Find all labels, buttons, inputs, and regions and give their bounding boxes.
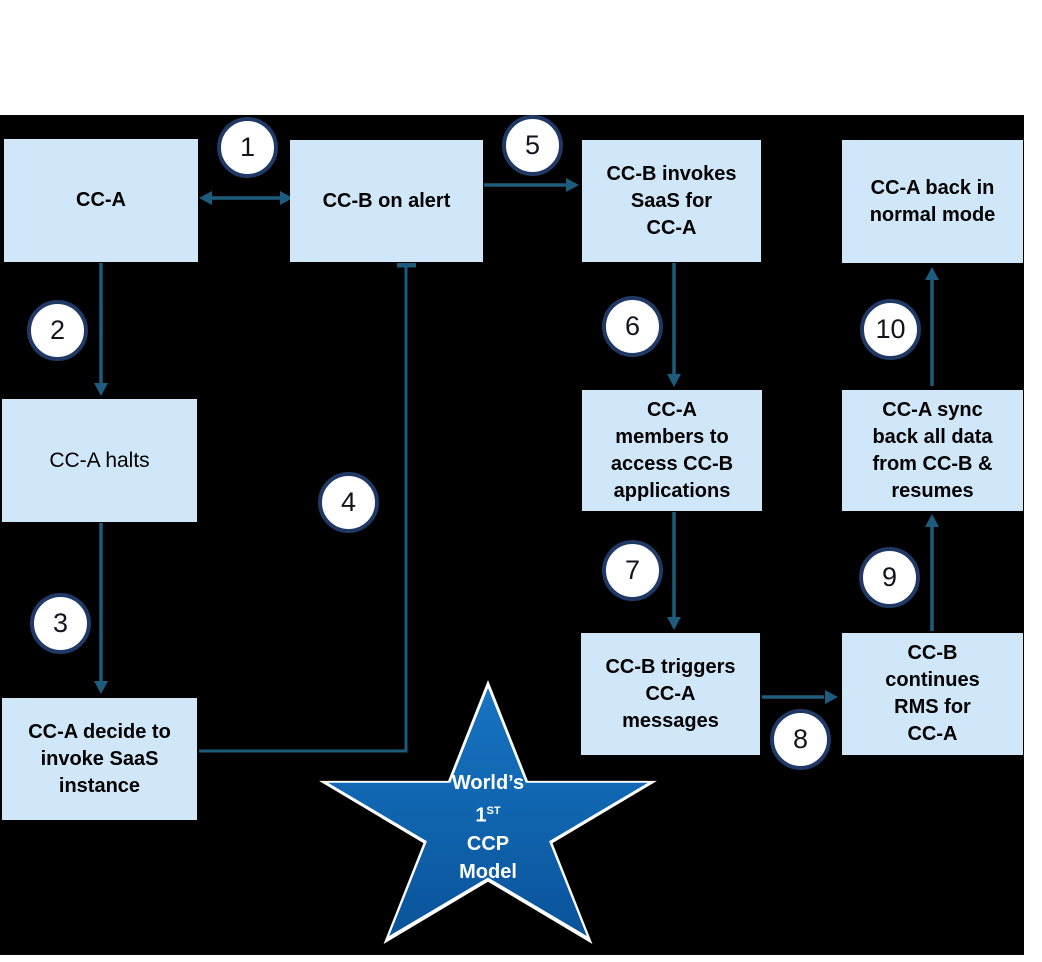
box-cc-a-halts: CC-A halts — [2, 399, 197, 522]
step-circle-9-number: 9 — [881, 562, 898, 592]
step-circle-10-number: 10 — [875, 314, 906, 344]
step-circle-4-number: 4 — [340, 487, 357, 517]
box-cc-b-continues-rms-label: CC-B continues RMS for CC-A — [885, 642, 980, 745]
box-cc-a-halts-label: CC-A halts — [49, 449, 150, 472]
step-circle-8-number: 8 — [792, 724, 809, 754]
box-cc-b-on-alert: CC-B on alert — [290, 140, 483, 262]
step-circle-9: 9 — [859, 547, 920, 608]
box-cc-b-triggers-messages-label: CC-B triggers CC-A messages — [605, 655, 736, 732]
star-text-ordinal: ST — [486, 805, 501, 817]
box-cc-a-sync-back-label: CC-A sync back all data from CC-B & resu… — [872, 398, 993, 502]
step-circle-3-number: 3 — [52, 608, 69, 638]
step-circle-7-number: 7 — [624, 555, 641, 585]
box-cc-b-triggers-messages: CC-B triggers CC-A messages — [581, 633, 760, 755]
box-cc-a-sync-back: CC-A sync back all data from CC-B & resu… — [842, 390, 1023, 511]
step-circle-1-number: 1 — [239, 132, 256, 162]
box-cc-a-back-normal: CC-A back in normal mode — [842, 140, 1023, 263]
box-cc-b-invokes-saas: CC-B invokes SaaS for CC-A — [582, 140, 761, 262]
step-circle-3: 3 — [30, 593, 91, 654]
box-cc-b-continues-rms: CC-B continues RMS for CC-A — [842, 633, 1023, 755]
box-cc-a: CC-A — [4, 139, 198, 262]
step-circle-6: 6 — [602, 296, 663, 357]
box-cc-a-decide-invoke-label: CC-A decide to invoke SaaS instance — [28, 720, 171, 797]
step-circle-2: 2 — [27, 300, 88, 361]
box-cc-b-on-alert-label: CC-B on alert — [322, 189, 451, 212]
step-circle-1: 1 — [217, 117, 278, 178]
step-circle-5-number: 5 — [524, 130, 541, 160]
step-circle-6-number: 6 — [624, 311, 641, 341]
step-circle-10: 10 — [860, 299, 921, 360]
box-cc-a-members-access-label: CC-A members to access CC-B applications — [610, 398, 734, 502]
step-circle-7: 7 — [602, 540, 663, 601]
star-text-line1: World’s — [451, 772, 525, 794]
star-text-line4: Model — [459, 860, 517, 883]
box-cc-a-back-normal-label: CC-A back in normal mode — [869, 176, 996, 226]
star-text-line3: CCP — [466, 832, 510, 855]
box-cc-a-members-access: CC-A members to access CC-B applications — [582, 390, 762, 511]
box-cc-b-invokes-saas-label: CC-B invokes SaaS for CC-A — [606, 162, 737, 239]
box-cc-a-decide-invoke: CC-A decide to invoke SaaS instance — [2, 698, 197, 820]
star-text-line2: 1ST — [475, 804, 501, 827]
star-text: World’s 1ST CCP Model — [319, 769, 657, 886]
step-circle-5: 5 — [502, 115, 563, 176]
step-circle-8: 8 — [770, 709, 831, 770]
step-circle-4: 4 — [318, 472, 379, 533]
step-circle-2-number: 2 — [49, 315, 66, 345]
box-cc-a-label: CC-A — [76, 189, 126, 211]
